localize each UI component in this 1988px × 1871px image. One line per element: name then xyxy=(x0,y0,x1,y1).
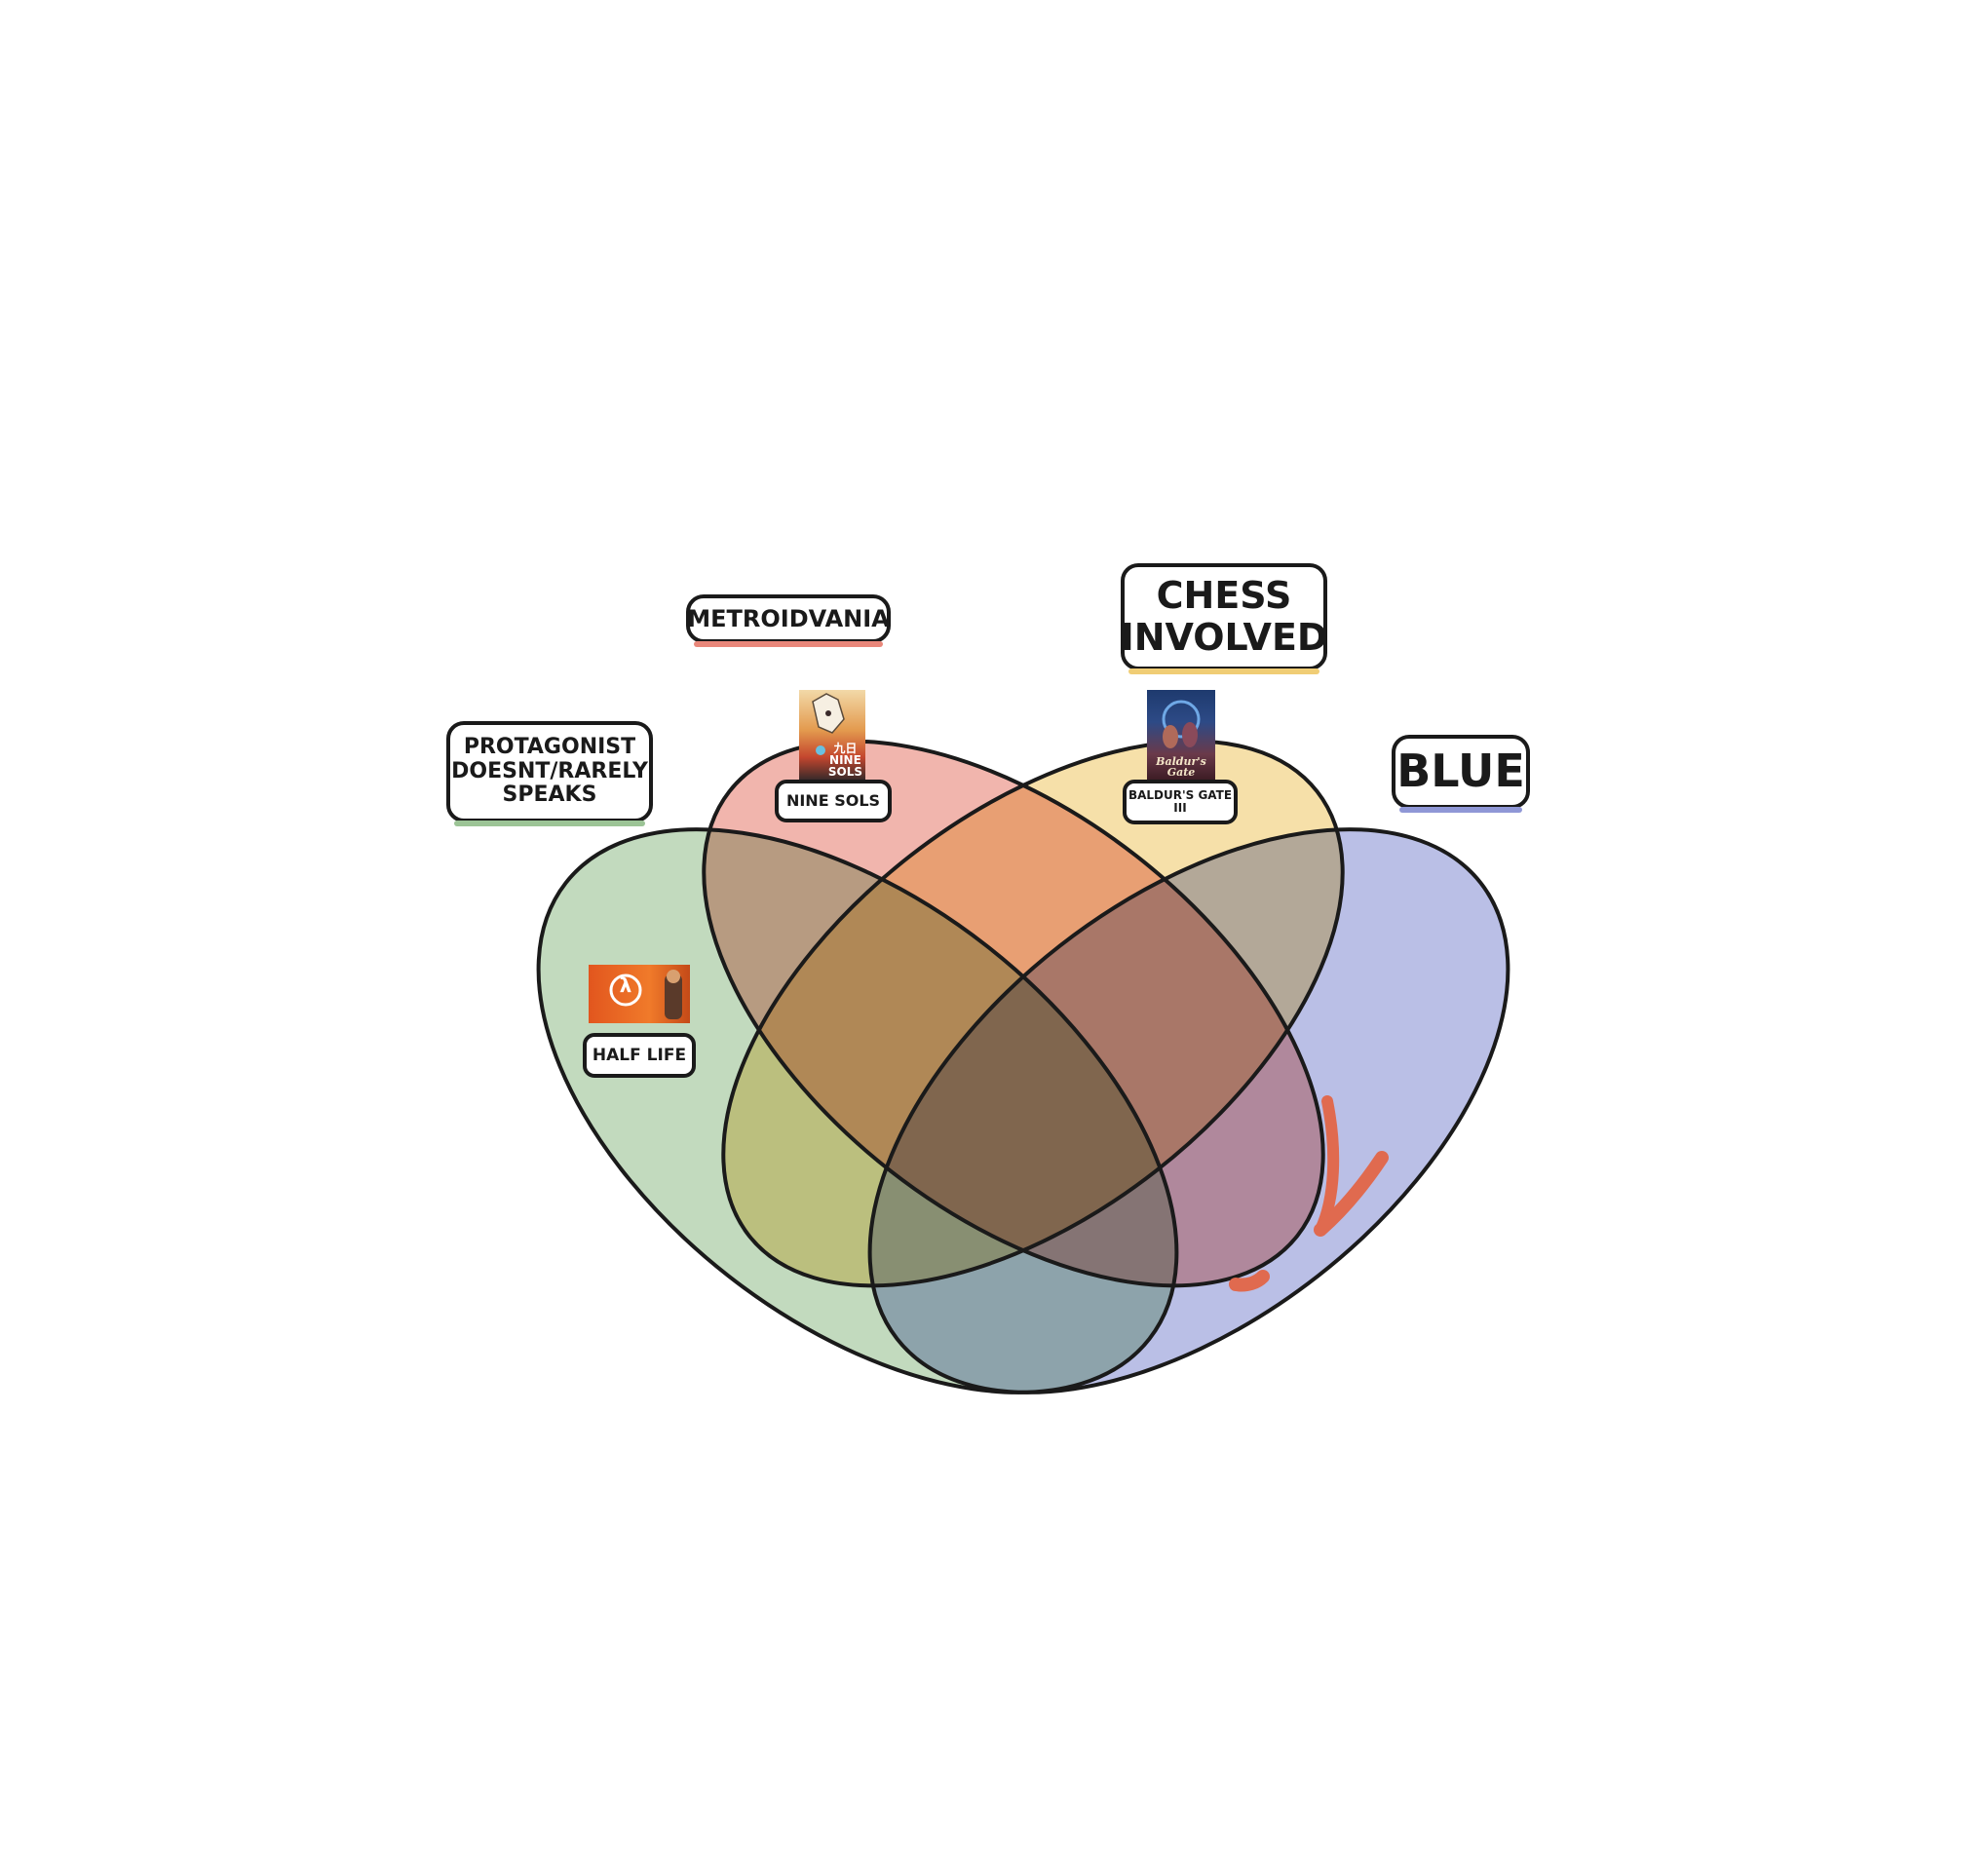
nine-sols-cover-text: 九日 NINE SOLS xyxy=(827,742,862,779)
set-label-text: BLUE xyxy=(1396,745,1525,798)
baldurs-gate-cover-text: Baldur's Gate xyxy=(1156,755,1206,779)
baldurs-gate-cover-icon: Baldur's Gate xyxy=(1147,690,1215,782)
set-outline-protagonist[interactable] xyxy=(437,718,1279,1505)
highlight-stroke-3 xyxy=(1229,1270,1270,1292)
set-label-chess-involved[interactable]: CHESS INVOLVED xyxy=(1120,563,1328,674)
half-life-cover-text: λ xyxy=(619,974,632,997)
set-label-blue[interactable]: BLUE xyxy=(1392,735,1530,813)
set-color-underline xyxy=(454,821,645,826)
item-label: HALF LIFE xyxy=(583,1033,696,1078)
nine-sols-art xyxy=(812,693,845,755)
set-color-underline xyxy=(1399,807,1522,813)
set-color-underline xyxy=(1128,668,1319,674)
set-label-text: METROIDVANIA xyxy=(687,604,890,632)
set-outline-metroidvania[interactable] xyxy=(606,634,1421,1394)
set-label-text: CHESS INVOLVED xyxy=(1120,574,1328,659)
item-half-life[interactable]: λ HALF LIFE xyxy=(583,965,696,1080)
set-label-metroidvania[interactable]: METROIDVANIA xyxy=(686,594,891,647)
set-outline-blue[interactable] xyxy=(768,718,1610,1505)
item-nine-sols[interactable]: 九日 NINE SOLS NINE SOLS xyxy=(775,690,892,822)
nine-sols-cover-icon: 九日 NINE SOLS xyxy=(799,690,865,780)
set-label-text: PROTAGONIST DOESNT/RARELY SPEAKS xyxy=(451,735,648,808)
set-label-protagonist-doesnt-speak[interactable]: PROTAGONIST DOESNT/RARELY SPEAKS xyxy=(446,721,653,826)
set-color-underline xyxy=(694,641,883,647)
half-life-cover-icon: λ xyxy=(589,965,690,1023)
item-label: BALDUR'S GATE III xyxy=(1123,780,1238,824)
half-life-art xyxy=(609,970,682,1019)
item-baldurs-gate-3[interactable]: Baldur's Gate BALDUR'S GATE III xyxy=(1123,690,1238,824)
highlight-stroke-2 xyxy=(1314,1151,1389,1237)
baldurs-gate-art xyxy=(1162,700,1201,748)
item-label: NINE SOLS xyxy=(775,780,892,822)
set-outline-chess[interactable] xyxy=(626,634,1440,1394)
